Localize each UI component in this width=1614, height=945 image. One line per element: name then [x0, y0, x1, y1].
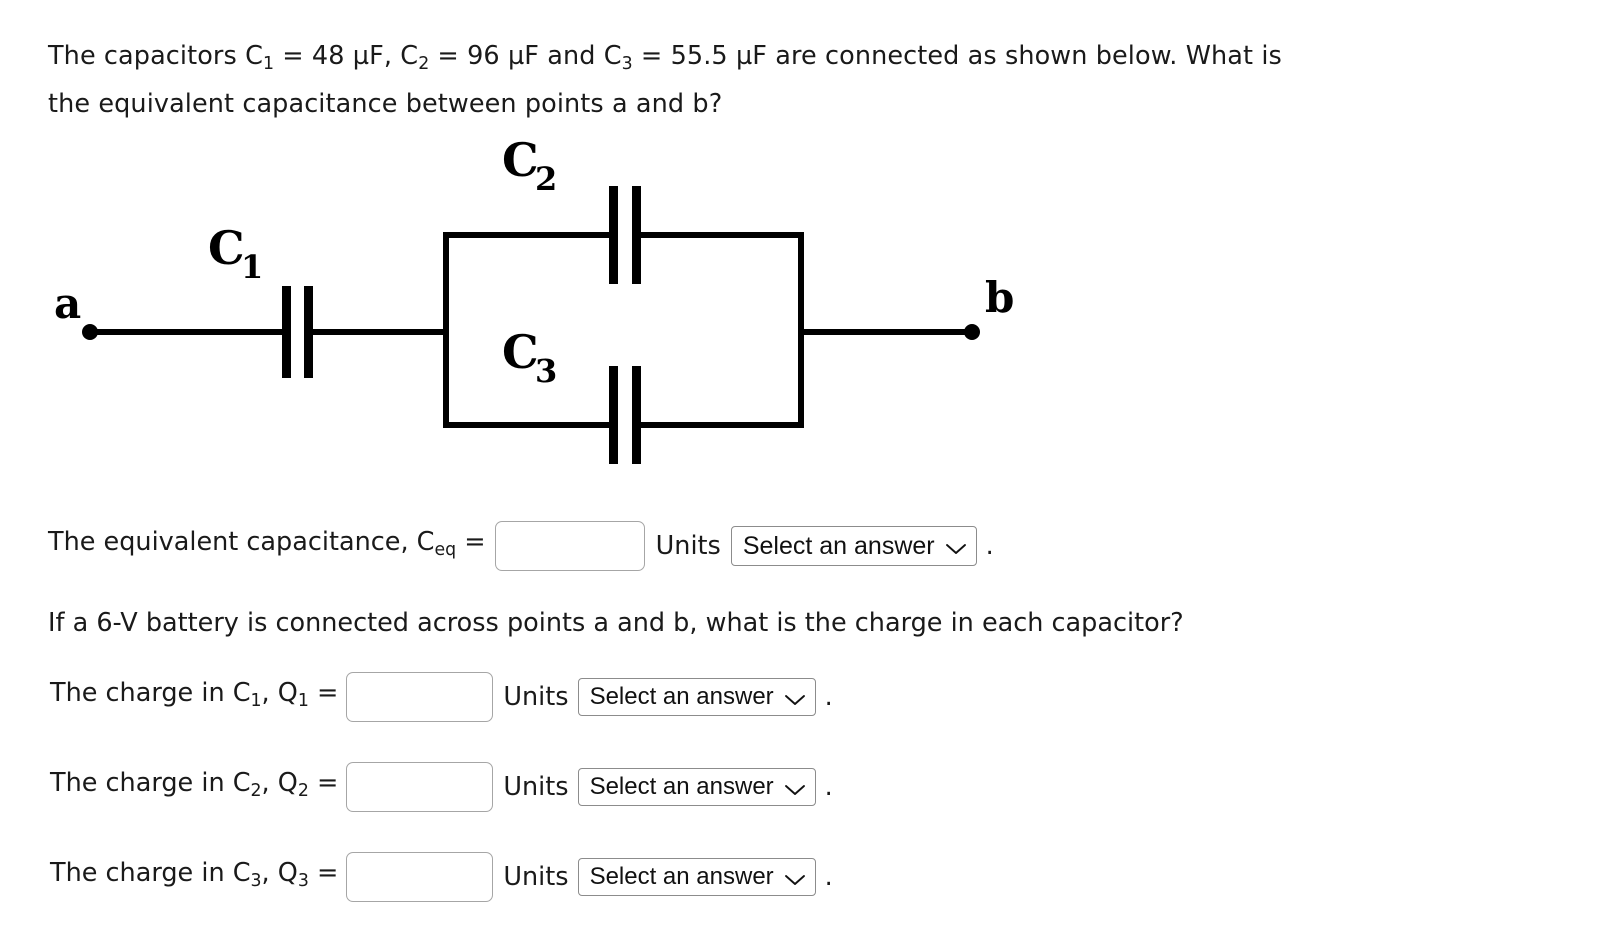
c2-plate-right [632, 186, 641, 284]
charge-q1-label: The charge in C1, Q1 = [50, 678, 339, 711]
charge-q3-units-select[interactable]: Select an answer [577, 858, 816, 896]
charge-question-text: If a 6-V battery is connected across poi… [48, 608, 1184, 638]
c1-label: C 1 [208, 221, 263, 286]
c3-plate-right [632, 366, 641, 464]
terminal-b-label: b [985, 273, 1014, 322]
c1-value: 48 µF [311, 41, 384, 71]
charge-q3-input[interactable] [346, 852, 494, 902]
problem-statement-line1: The capacitors C1 = 48 µF, C2 = 96 µF an… [48, 41, 1282, 119]
svg-text:3: 3 [535, 352, 557, 390]
c2-plate-left [609, 186, 618, 284]
charge-q1-units-select-value: Select an answer [589, 683, 774, 710]
c2-subscript: 2 [418, 53, 430, 74]
ceq-subscript: eq [434, 540, 457, 561]
charge-q1-units-select[interactable]: Select an answer [577, 678, 816, 716]
equivalent-units-select-value: Select an answer [742, 532, 935, 560]
charge-q1-units-label: Units [503, 682, 569, 712]
charge-q3-q-subscript: 3 [297, 870, 309, 891]
svg-text:1: 1 [241, 248, 263, 286]
charge-q2-period: . [824, 772, 833, 802]
equivalent-capacitance-label: The equivalent capacitance, Ceq = [48, 526, 486, 561]
terminal-b-dot [964, 324, 980, 340]
equivalent-units-label: Units [655, 531, 721, 561]
charge-q3-units-label: Units [503, 862, 569, 892]
charge-q2-cap-subscript: 2 [250, 780, 262, 801]
svg-text:2: 2 [535, 160, 557, 198]
c1-plate-right [304, 286, 313, 378]
c2-value: 96 µF [467, 41, 540, 71]
chevron-down-icon [784, 781, 806, 795]
c1-plate-left [282, 286, 291, 378]
charge-row-q2: The charge in C2, Q2 = Units Select an a… [50, 762, 833, 812]
equivalent-capacitance-input[interactable] [494, 521, 645, 571]
charge-q2-units-select[interactable]: Select an answer [577, 768, 816, 806]
svg-text:C: C [502, 133, 539, 187]
chevron-down-icon [784, 691, 806, 705]
chevron-down-icon [945, 540, 967, 554]
equivalent-capacitance-row: The equivalent capacitance, Ceq = Units … [48, 521, 994, 571]
charge-row-q1: The charge in C1, Q1 = Units Select an a… [50, 672, 833, 722]
charge-q2-q-subscript: 2 [297, 780, 309, 801]
charge-q2-label: The charge in C2, Q2 = [50, 768, 339, 801]
charge-row-q3: The charge in C3, Q3 = Units Select an a… [50, 852, 833, 902]
equivalent-units-select[interactable]: Select an answer [730, 526, 977, 566]
chevron-down-icon [784, 871, 806, 885]
problem-statement: The capacitors C1 = 48 µF, C2 = 96 µF an… [48, 36, 1308, 124]
c2-label: C 2 [502, 133, 557, 198]
charge-q1-input[interactable] [346, 672, 494, 722]
charge-q2-units-select-value: Select an answer [589, 773, 774, 800]
charge-q1-q-subscript: 1 [297, 690, 309, 711]
charge-q3-cap-subscript: 3 [250, 870, 262, 891]
charge-q1-cap-subscript: 1 [250, 690, 262, 711]
circuit-diagram: a b C 1 C 2 C 3 [40, 128, 1080, 488]
c3-plate-left [609, 366, 618, 464]
c3-subscript: 3 [621, 53, 633, 74]
svg-text:C: C [502, 325, 539, 379]
charge-q1-period: . [824, 682, 833, 712]
svg-text:C: C [208, 221, 245, 275]
equivalent-row-period: . [985, 531, 994, 561]
c3-label: C 3 [502, 325, 557, 390]
charge-q2-input[interactable] [346, 762, 494, 812]
terminal-a-label: a [54, 279, 81, 328]
charge-q2-units-label: Units [503, 772, 569, 802]
c3-value: 55.5 µF [670, 41, 768, 71]
c1-subscript: 1 [262, 53, 275, 74]
charge-q3-period: . [824, 862, 833, 892]
charge-q3-units-select-value: Select an answer [589, 863, 774, 890]
charge-q3-label: The charge in C3, Q3 = [50, 858, 339, 891]
